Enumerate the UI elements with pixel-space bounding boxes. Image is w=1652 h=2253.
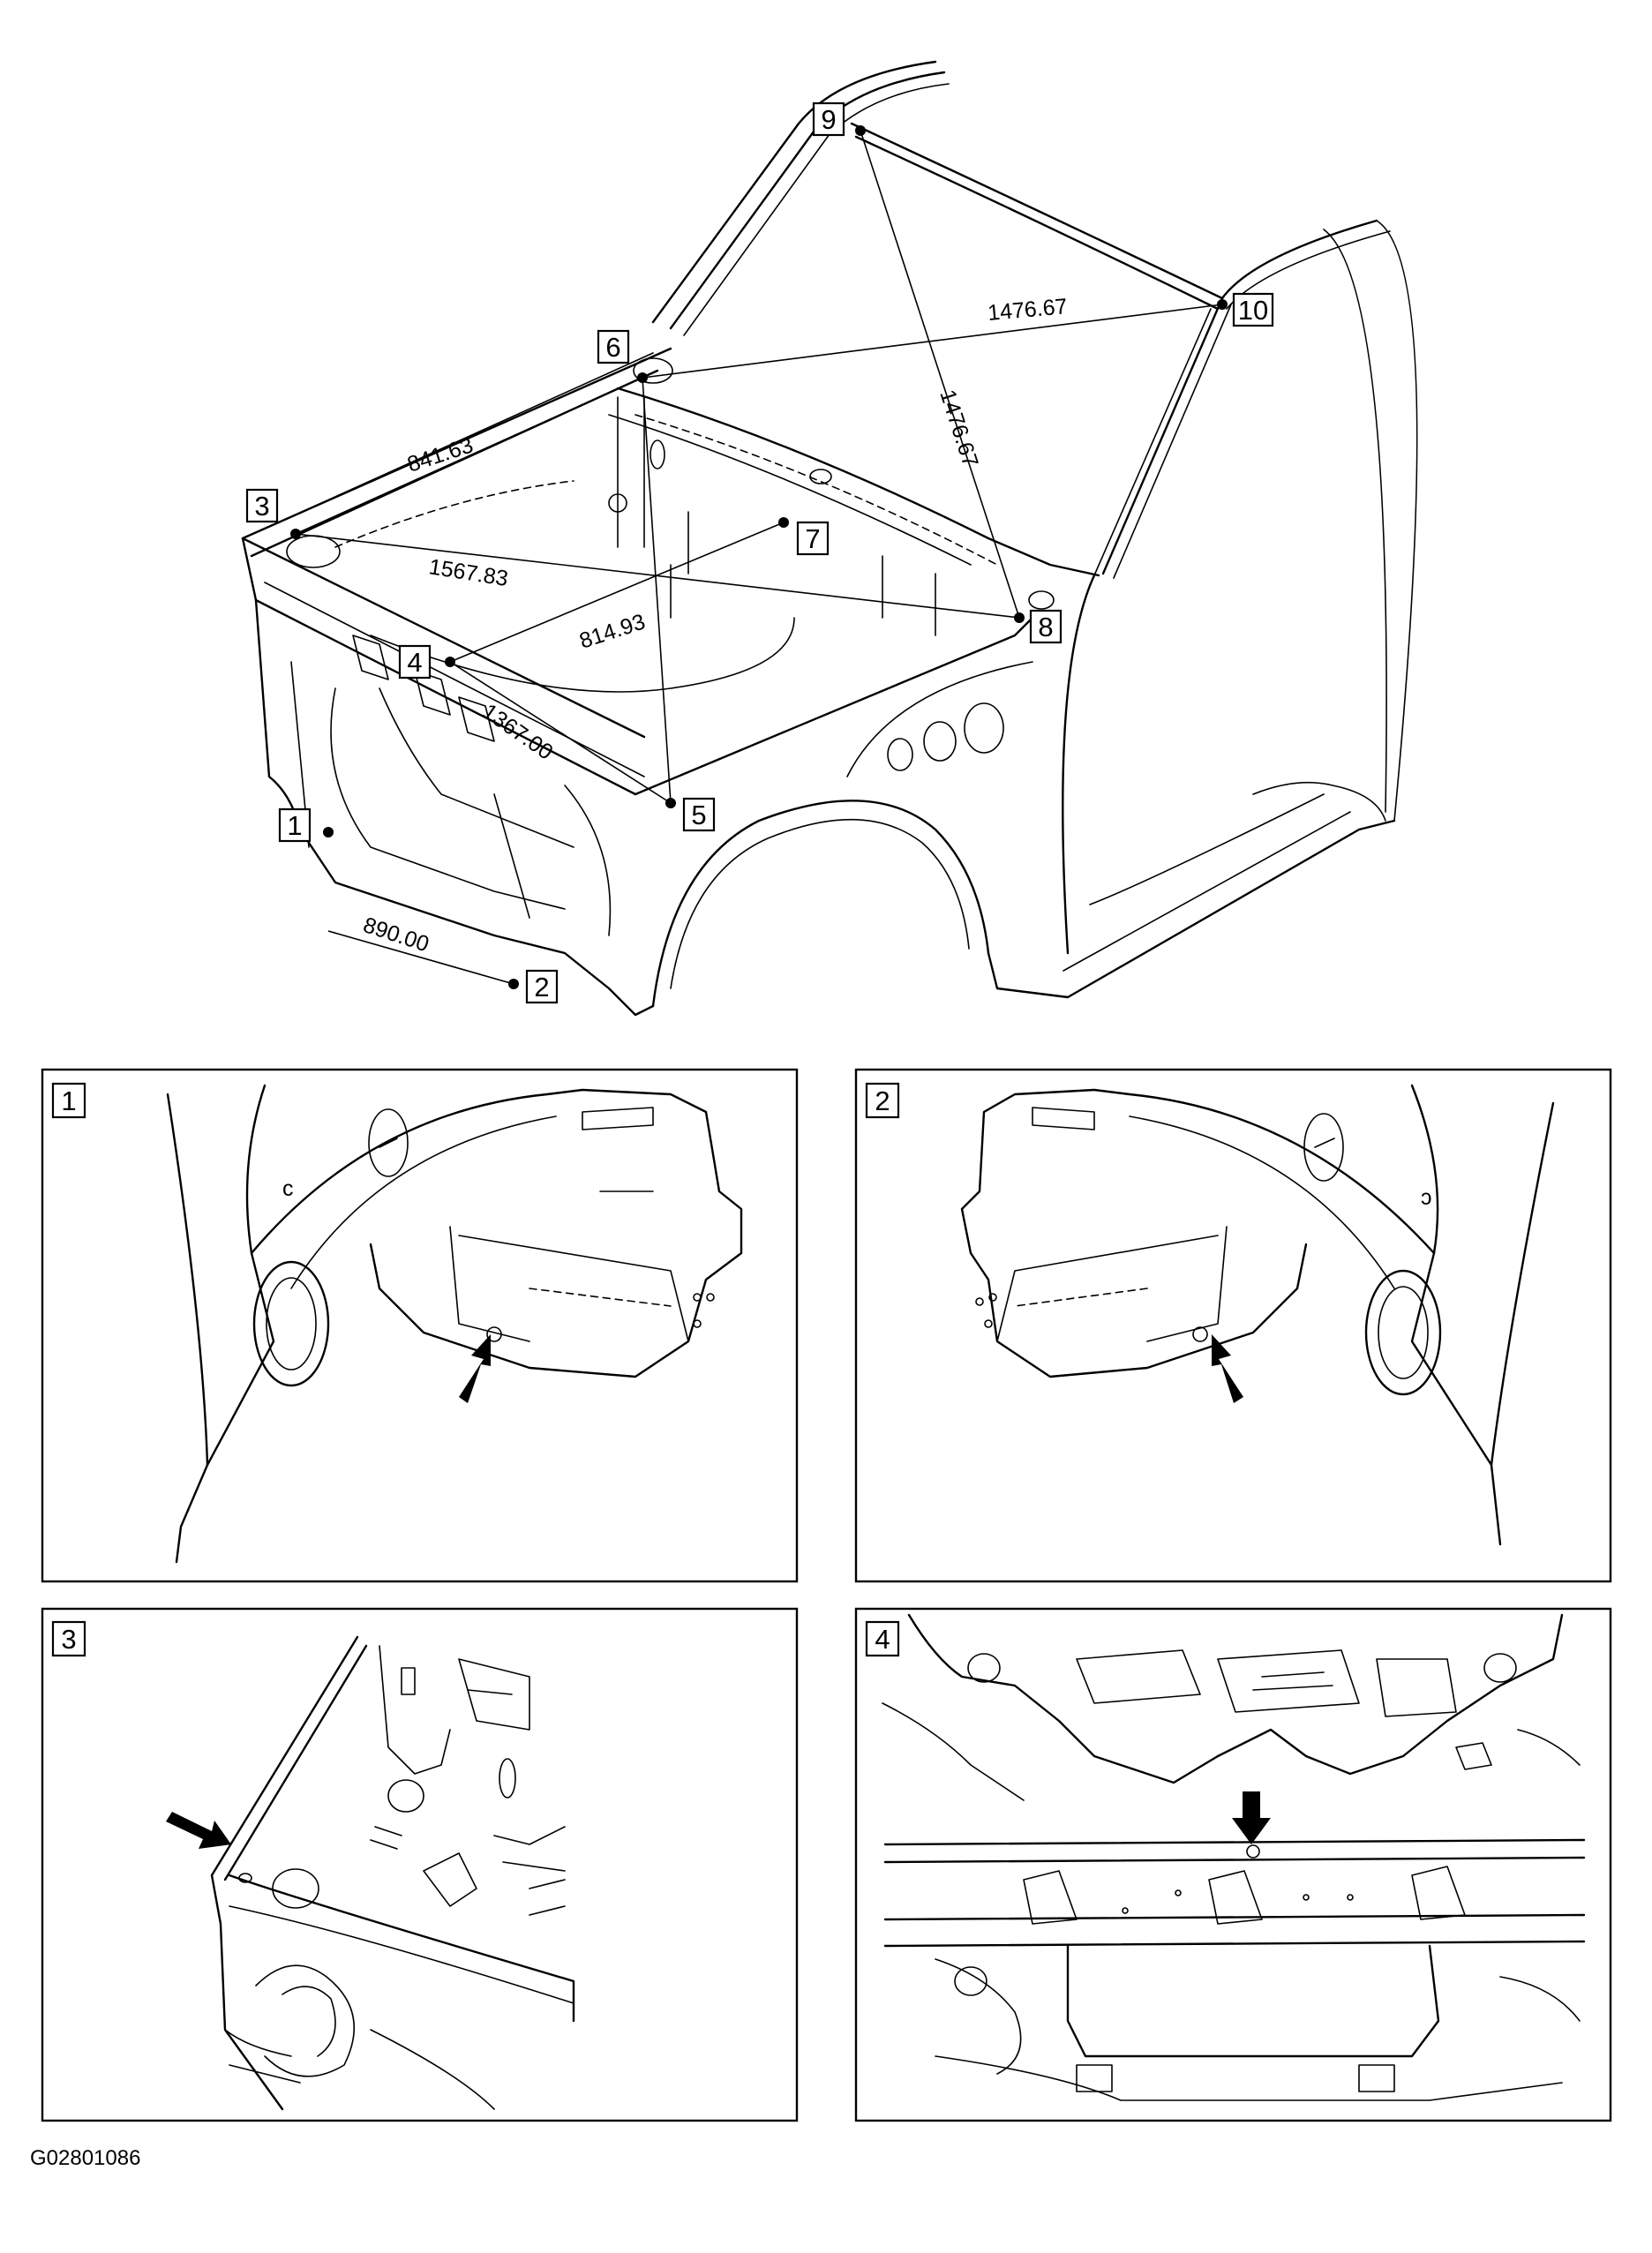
point-label-5: 5 <box>682 797 716 832</box>
svg-text:c: c <box>282 1176 294 1201</box>
svg-text:ↄ: ↄ <box>1421 1185 1432 1210</box>
dim-line-6-10 <box>642 304 1223 379</box>
point-labels: 1 2 3 4 5 6 7 8 <box>245 101 1274 1004</box>
point-label-8: 8 <box>1029 609 1063 644</box>
detail-view-2-label: 2 <box>875 1085 890 1116</box>
svg-text:4: 4 <box>407 647 422 678</box>
point-7-dot <box>778 517 789 528</box>
svg-text:10: 10 <box>1238 295 1268 326</box>
svg-text:8: 8 <box>1038 612 1053 642</box>
detail-view-2: 2 ↄ <box>854 1068 1612 1583</box>
dim-value-6-10: 1476.67 <box>987 294 1068 326</box>
svg-text:6: 6 <box>605 332 620 363</box>
dim-line-9-8 <box>860 130 1020 619</box>
measurement-points <box>290 125 1228 989</box>
dim-line-3-6 <box>295 377 643 535</box>
dim-value-3-8: 1567.83 <box>427 554 510 591</box>
point-label-1: 1 <box>278 807 312 843</box>
point-label-4: 4 <box>398 644 432 680</box>
arrow-icon <box>166 1812 231 1849</box>
dim-value-4-7: 814.93 <box>576 609 648 653</box>
detail-view-1-label: 1 <box>61 1085 76 1116</box>
point-6-dot <box>637 372 648 383</box>
svg-text:1: 1 <box>287 810 302 841</box>
point-4-dot <box>445 657 455 667</box>
dim-line-4-5 <box>449 661 672 804</box>
point-label-9: 9 <box>812 101 845 137</box>
detail-view-4: 4 <box>854 1607 1612 2122</box>
svg-text:5: 5 <box>691 800 706 830</box>
point-label-10: 10 <box>1232 292 1274 327</box>
detail-view-1: 1 c <box>41 1068 799 1583</box>
dim-line-1-2 <box>327 930 514 985</box>
dimension-lines <box>295 130 1223 985</box>
point-1-dot <box>323 827 334 837</box>
arrow-icon <box>1232 1791 1271 1844</box>
point-label-2: 2 <box>525 969 559 1004</box>
detail-view-3-label: 3 <box>61 1624 76 1655</box>
point-label-3: 3 <box>245 488 279 523</box>
point-label-6: 6 <box>597 329 630 364</box>
detail-view-4-label: 4 <box>875 1624 890 1655</box>
main-body-view <box>241 60 1418 1017</box>
arrow-icon <box>459 1334 491 1403</box>
svg-text:7: 7 <box>805 523 820 554</box>
detail-view-3: 3 <box>41 1607 799 2122</box>
point-10-dot <box>1217 299 1228 310</box>
svg-text:3: 3 <box>254 491 269 522</box>
svg-text:2: 2 <box>534 972 549 1003</box>
dim-line-6-5 <box>642 377 672 804</box>
point-2-dot <box>508 979 519 989</box>
dim-line-4-7 <box>449 522 785 663</box>
point-5-dot <box>665 798 676 808</box>
svg-text:9: 9 <box>821 104 836 135</box>
dimension-values: 890.00 841.63 1567.83 814.93 1367.00 147… <box>360 294 1068 957</box>
arrow-icon <box>1212 1334 1243 1403</box>
point-3-dot <box>290 529 301 539</box>
dim-value-4-5: 1367.00 <box>478 699 558 765</box>
point-label-7: 7 <box>796 521 830 556</box>
point-9-dot <box>855 125 866 136</box>
dim-value-9-8: 1476.67 <box>935 387 983 470</box>
figure-code: G02801086 <box>30 2146 141 2170</box>
point-8-dot <box>1014 612 1025 623</box>
